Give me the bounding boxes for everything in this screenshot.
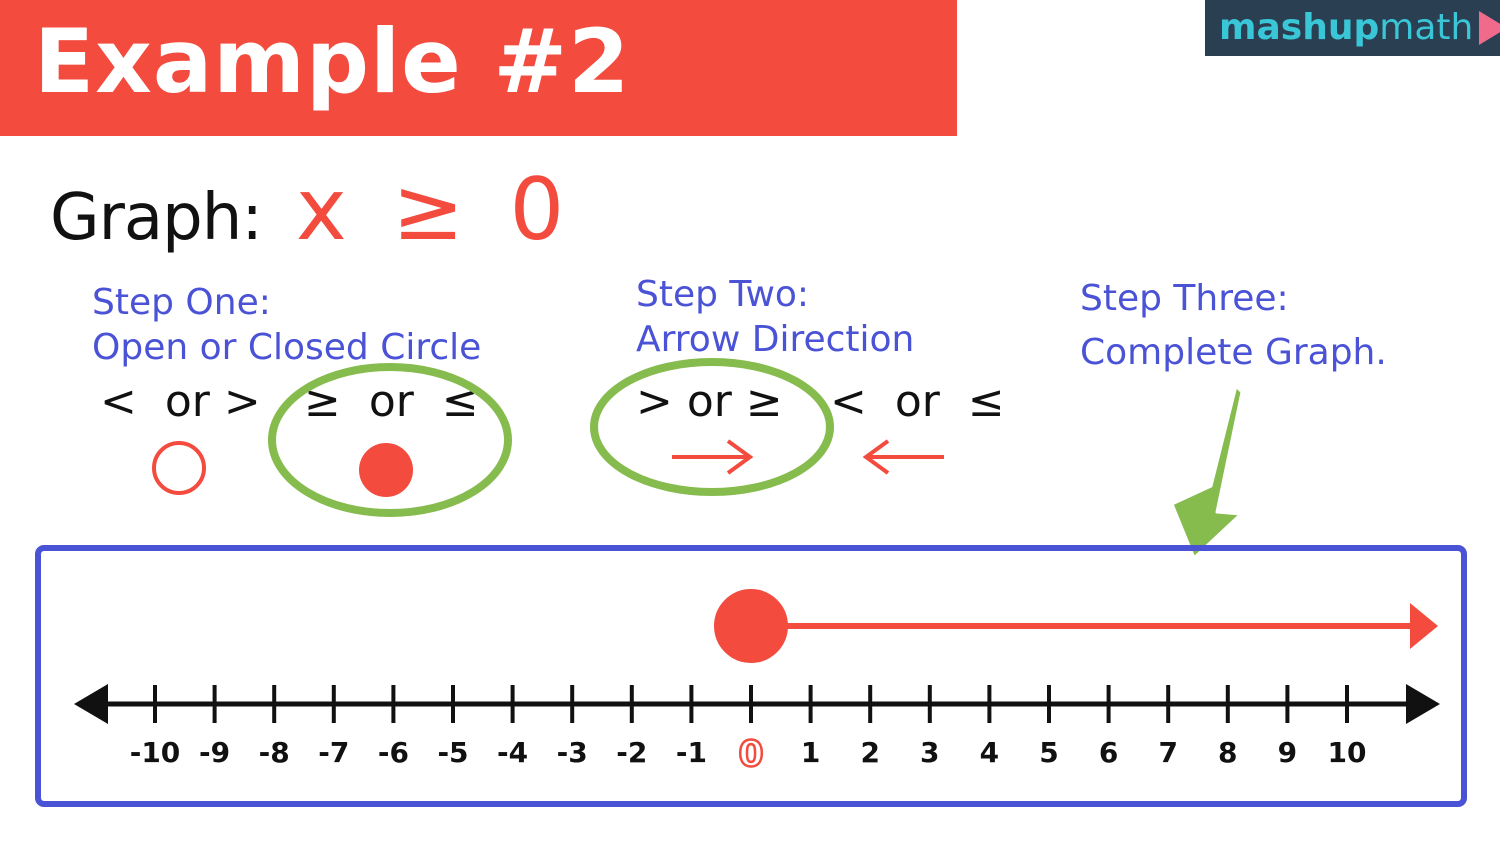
tick-label: 0 [738,734,763,775]
tick-label: -9 [199,736,230,769]
open-circle-icon [152,441,206,495]
tick-label: 5 [1039,736,1058,769]
tick-label: 10 [1328,736,1367,769]
tick-label: -1 [676,736,707,769]
brand-logo: mashupmath [1205,0,1500,56]
graph-label: Graph: [50,181,263,255]
tick-label: -7 [318,736,349,769]
tick-label: 4 [980,736,999,769]
step-one-subtitle: Open or Closed Circle [92,327,482,368]
step-two-subtitle: Arrow Direction [636,319,915,360]
graph-prompt: Graph: x ≥ 0 [50,160,564,260]
tick-label: -4 [497,736,528,769]
step-three-subtitle: Complete Graph. [1080,332,1387,373]
solution-point [714,589,788,663]
tick-label: 3 [920,736,939,769]
graph-expression: x ≥ 0 [295,160,565,260]
step-three-title: Step Three: [1080,278,1289,319]
tick-label: -8 [259,736,290,769]
play-icon [1479,11,1500,45]
pointer-arrow-icon [1170,384,1244,560]
left-arrowhead-icon [74,684,108,724]
tick-label: 1 [801,736,820,769]
tick-label: 9 [1278,736,1297,769]
left-symbols: < or ≤ [830,376,1005,427]
tick-label: 7 [1158,736,1177,769]
right-symbols: > or ≥ [636,376,783,427]
solution-arrowhead-icon [1410,603,1438,649]
closed-symbols: ≥ or ≤ [304,376,479,427]
tick-label: -5 [437,736,468,769]
tick-label: 2 [860,736,879,769]
tick-label: -6 [378,736,409,769]
tick-label: -10 [130,736,181,769]
highlight-ellipse-closed [268,363,512,517]
title-banner: Example #2 [0,0,957,136]
right-arrowhead-icon [1406,684,1440,724]
left-arrow-icon [862,439,944,475]
page-title: Example #2 [34,10,631,113]
right-arrow-icon [672,439,754,475]
tick-label: 6 [1099,736,1118,769]
step-two-title: Step Two: [636,274,810,315]
step-one: Step One: Open or Closed Circle [92,280,481,370]
step-two: Step Two: Arrow Direction [636,272,914,362]
step-three: Step Three: Complete Graph. [1080,272,1387,380]
tick-label: -3 [557,736,588,769]
tick-label: -2 [616,736,647,769]
solution-graph [714,589,1438,663]
tick-label: 8 [1218,736,1237,769]
number-line-frame [35,545,1467,807]
highlight-ellipse-direction [590,358,834,496]
step-one-title: Step One: [92,282,271,323]
logo-wordmark: mashupmath [1219,7,1474,48]
open-symbols: < or > [100,376,261,427]
closed-circle-icon [359,443,413,497]
